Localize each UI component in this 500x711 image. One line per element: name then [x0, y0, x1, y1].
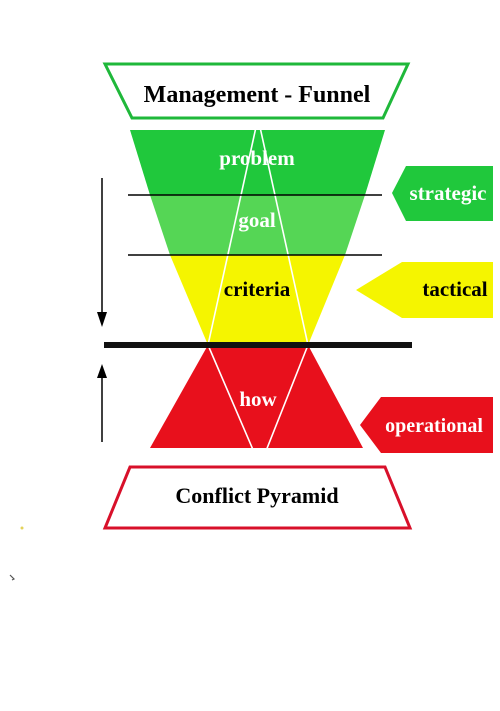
band-label-criteria: criteria	[224, 277, 291, 301]
pyramid-title-box	[102, 465, 413, 530]
pyramid-title: Conflict Pyramid	[175, 483, 338, 508]
tag-label-strategic: strategic	[410, 181, 487, 205]
up-arrow-head	[97, 364, 107, 378]
speck-mark	[9, 574, 16, 581]
funnel-title: Management - Funnel	[144, 82, 371, 108]
down-arrow-head	[97, 312, 107, 327]
tag-operational	[360, 397, 493, 453]
main-divider	[104, 342, 412, 348]
band-label-goal: goal	[238, 208, 276, 232]
tag-tactical	[356, 262, 493, 318]
speck-yellow	[20, 526, 24, 530]
funnel-title-box	[102, 62, 411, 120]
tag-strategic	[392, 166, 493, 221]
pyramid-body	[150, 345, 363, 448]
funnel-band-problem	[130, 130, 385, 195]
tag-label-operational: operational	[385, 415, 483, 437]
tag-label-tactical: tactical	[422, 277, 487, 301]
band-label-how: how	[239, 387, 277, 411]
funnel-band-goal	[150, 195, 365, 255]
band-label-problem: problem	[219, 146, 295, 170]
